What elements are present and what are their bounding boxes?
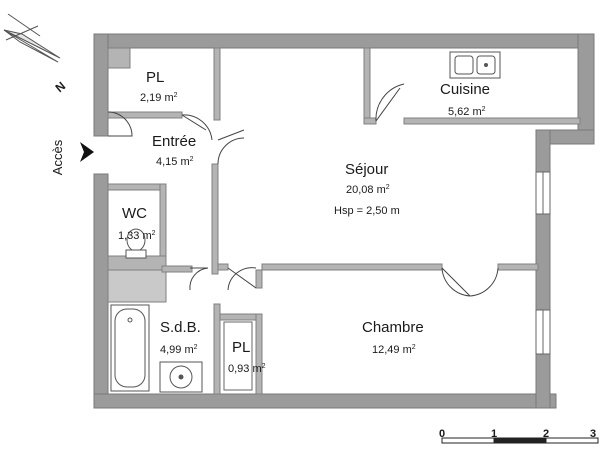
room-sejour-name: Séjour [345, 161, 389, 178]
room-chambre-name: Chambre [362, 319, 424, 336]
room-sdb-area: 4,99 m2 [160, 344, 198, 356]
scale-tick-1: 1 [491, 428, 498, 440]
toilet [125, 228, 147, 259]
storage-box [223, 321, 253, 391]
room-cuisine-area: 5,62 m2 [448, 106, 486, 118]
scale-tick-2: 2 [543, 428, 550, 440]
outer-walls [93, 33, 595, 409]
room-chambre-area: 12,49 m2 [372, 344, 416, 356]
scale-bar [441, 437, 599, 444]
room-entree-name: Entrée [152, 133, 197, 150]
interior-walls [107, 47, 581, 395]
scale-tick-0: 0 [439, 428, 446, 440]
room-pl2-area: 0,93 m2 [228, 363, 266, 375]
entrance-arrow-icon [80, 142, 94, 162]
room-sejour-area: 20,08 m2 [346, 184, 390, 196]
room-wc-area: 1,33 m2 [118, 230, 156, 242]
washbasin [159, 361, 203, 393]
room-cuisine-name: Cuisine [440, 81, 491, 98]
room-pl2-name: PL [232, 339, 251, 356]
room-wc-name: WC [122, 205, 147, 222]
room-pl1-area: 2,19 m2 [140, 92, 178, 104]
room-pl1-name: PL [146, 69, 165, 86]
north-arrow-icon [3, 13, 61, 63]
room-entree-area: 4,15 m2 [156, 156, 194, 168]
scale-tick-3: 3 [590, 428, 597, 440]
kitchen-sink [449, 51, 501, 79]
windows [535, 171, 551, 355]
doors [107, 83, 499, 297]
bathtub [110, 304, 150, 392]
entrance-label: Accès [50, 139, 66, 176]
room-sdb-name: S.d.B. [160, 319, 201, 336]
room-sejour-height: Hsp = 2,50 m [334, 205, 400, 217]
